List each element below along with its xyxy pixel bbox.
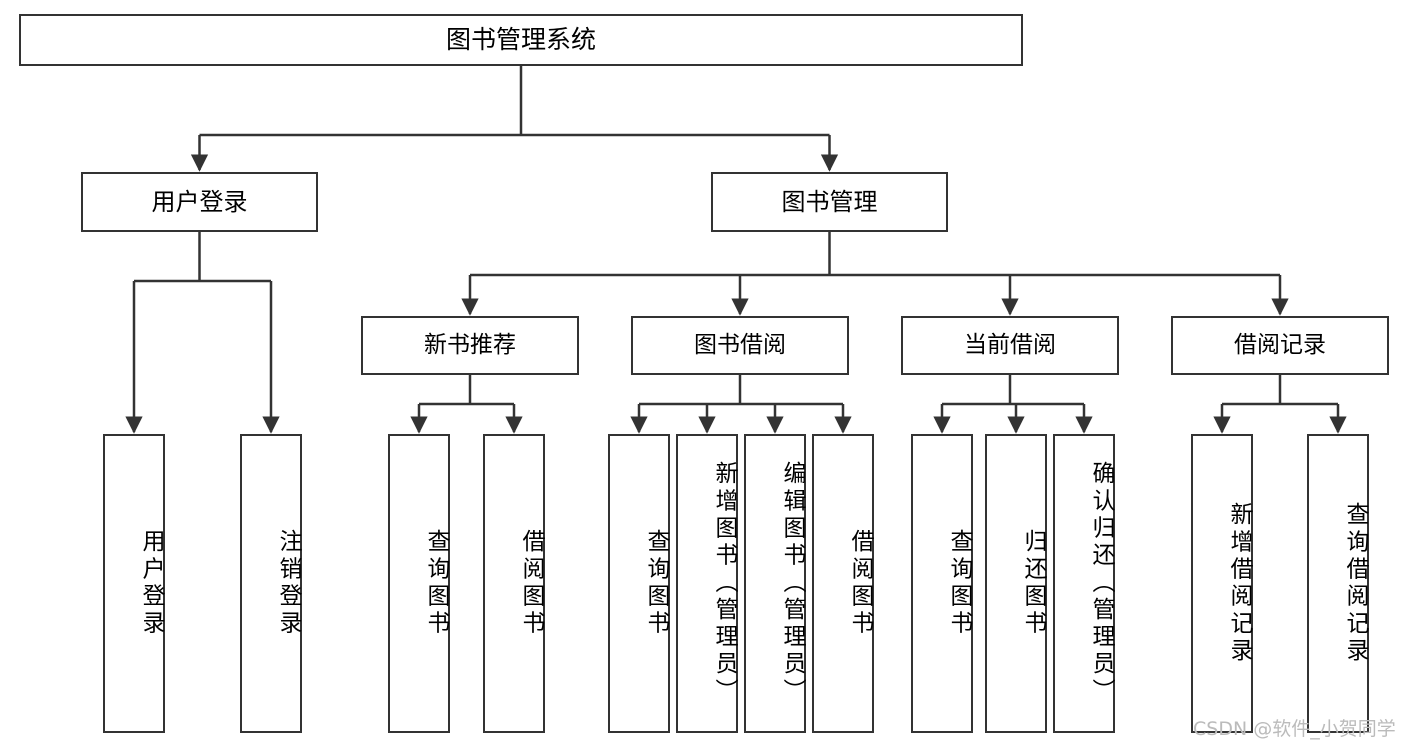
node-leaf-borrow-book-2[interactable]: 借阅图书 <box>812 434 874 733</box>
node-leaf-edit-book[interactable]: 编辑图书（管理员） <box>744 434 806 733</box>
node-leaf-query-record[interactable]: 查询借阅记录 <box>1307 434 1369 733</box>
node-user-login[interactable]: 用户登录 <box>81 172 318 232</box>
node-new-book-recommend[interactable]: 新书推荐 <box>361 316 579 375</box>
node-leaf-user-login[interactable]: 用户登录 <box>103 434 165 733</box>
node-leaf-borrow-book-1[interactable]: 借阅图书 <box>483 434 545 733</box>
node-leaf-query-book-3[interactable]: 查询图书 <box>911 434 973 733</box>
node-leaf-add-record[interactable]: 新增借阅记录 <box>1191 434 1253 733</box>
node-root[interactable]: 图书管理系统 <box>19 14 1023 66</box>
node-leaf-query-book-2[interactable]: 查询图书 <box>608 434 670 733</box>
node-leaf-user-logout[interactable]: 注销登录 <box>240 434 302 733</box>
node-book-manage[interactable]: 图书管理 <box>711 172 948 232</box>
node-current-borrow[interactable]: 当前借阅 <box>901 316 1119 375</box>
node-book-borrow[interactable]: 图书借阅 <box>631 316 849 375</box>
node-leaf-query-book-1[interactable]: 查询图书 <box>388 434 450 733</box>
node-leaf-return-book[interactable]: 归还图书 <box>985 434 1047 733</box>
node-borrow-record[interactable]: 借阅记录 <box>1171 316 1389 375</box>
node-leaf-confirm-return[interactable]: 确认归还（管理员） <box>1053 434 1115 733</box>
node-leaf-add-book[interactable]: 新增图书（管理员） <box>676 434 738 733</box>
edge-paths <box>125 66 1347 434</box>
watermark: CSDN @软件_小贺同学 <box>1193 718 1396 740</box>
